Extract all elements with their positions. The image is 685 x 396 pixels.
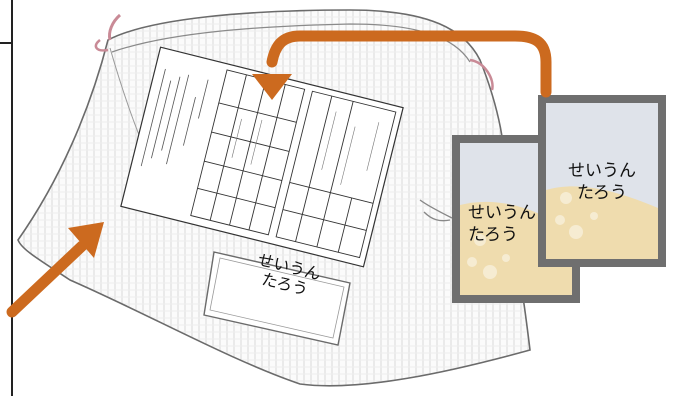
front-card-label: せいうん たろう [556, 160, 648, 204]
back-card-line2: たろう [468, 225, 518, 245]
back-card-label: せいうん たろう [468, 202, 564, 246]
back-card-line1: せいうん [468, 203, 536, 223]
front-card-line2: たろう [577, 183, 627, 203]
left-frame-border [0, 0, 13, 396]
front-card-line1: せいうん [568, 161, 636, 181]
name-card-icon [538, 95, 666, 267]
arrow-icon [6, 222, 104, 318]
left-frame-notch [0, 42, 11, 44]
curved-arrow-icon [252, 30, 552, 100]
bag-name-tag [203, 251, 351, 346]
